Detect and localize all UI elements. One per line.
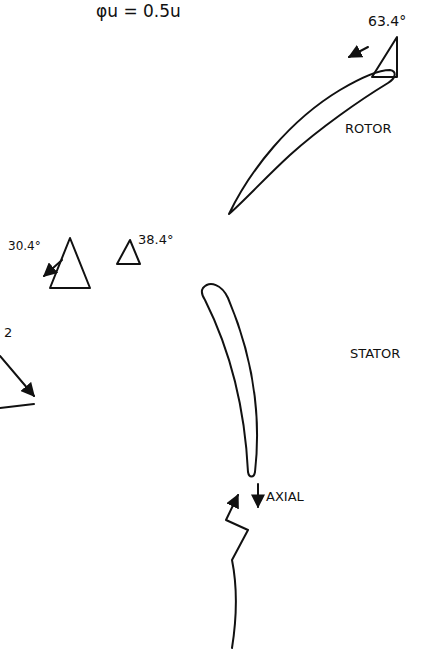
velocity-triangle xyxy=(0,404,34,408)
angle-value: 30.4° xyxy=(8,240,41,253)
part-name: STATOR xyxy=(350,347,400,361)
subscript-label: 2 xyxy=(4,326,12,340)
velocity-triangle xyxy=(0,356,34,396)
flow-arrow xyxy=(349,47,368,57)
axial-arrow xyxy=(257,484,259,507)
part-name: ROTOR xyxy=(345,122,391,136)
equation-note: φu = 0.5u xyxy=(96,2,181,21)
angle-symbol xyxy=(50,238,90,288)
flow-arrow xyxy=(44,260,62,276)
angle-value: 38.4° xyxy=(138,233,173,247)
direction-label: AXIAL xyxy=(266,490,304,504)
angle-symbol xyxy=(117,240,140,264)
rotor-blade xyxy=(229,70,395,214)
stator-blade xyxy=(202,284,257,476)
angle-value: 63.4° xyxy=(368,14,406,29)
flow-arrow xyxy=(226,495,248,648)
